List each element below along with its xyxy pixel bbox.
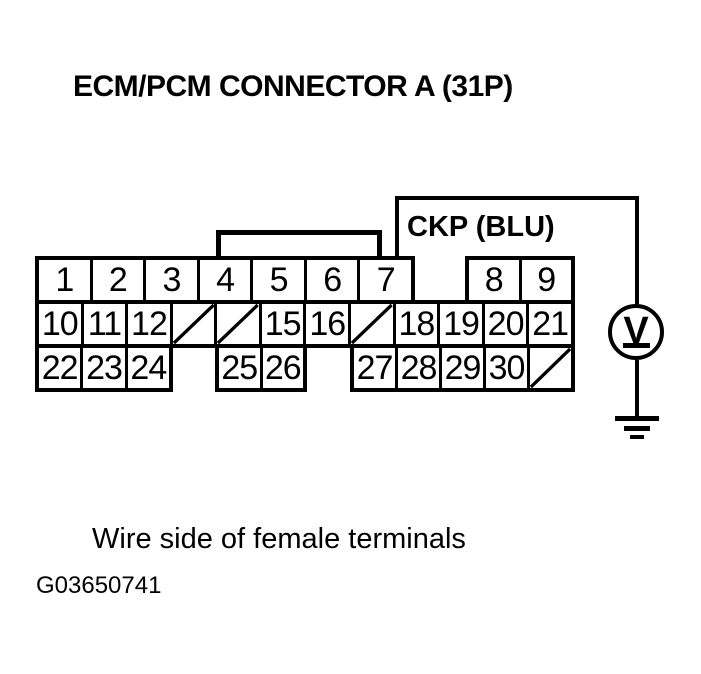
hatched-cell xyxy=(169,304,215,344)
pin-cell-16: 16 xyxy=(303,304,348,344)
pin-cell-25: 25 xyxy=(221,349,258,387)
wire-segment-pin7-up xyxy=(395,196,399,258)
hatched-cell xyxy=(214,304,259,344)
pin-cell-2: 2 xyxy=(89,260,144,300)
pin-cell-23: 23 xyxy=(80,348,124,388)
pin-cell-11: 11 xyxy=(80,304,126,344)
voltmeter-icon: V xyxy=(608,304,664,360)
diagonal-hatch-line xyxy=(217,304,259,344)
diagonal-hatch-line xyxy=(530,348,571,388)
pin-cell-9: 9 xyxy=(518,260,572,300)
wire-segment-horizontal xyxy=(395,196,639,200)
page-title: ECM/PCM CONNECTOR A (31P) xyxy=(73,70,513,103)
pin-cell-27: 27 xyxy=(356,349,394,387)
voltmeter-underline xyxy=(622,343,650,349)
hatched-cell xyxy=(348,304,393,344)
pin-cell-30: 30 xyxy=(483,348,527,388)
figure-id: G03650741 xyxy=(36,572,162,599)
wire-segment-to-ground xyxy=(635,360,639,418)
diagonal-hatch-line xyxy=(172,304,215,344)
connector-key-tab xyxy=(216,230,382,260)
pin-cell-7: 7 xyxy=(357,260,411,300)
pin-cell-4: 4 xyxy=(196,260,251,300)
pin-cell-26: 26 xyxy=(259,348,304,388)
pin-cell-19: 19 xyxy=(437,304,482,344)
pin-cell-24: 24 xyxy=(124,348,169,388)
hatched-cell xyxy=(527,348,571,388)
pin-cell-21: 21 xyxy=(526,304,571,344)
wire-label-ckp: CKP (BLU) xyxy=(407,211,555,243)
pin-cell-6: 6 xyxy=(303,260,358,300)
pin-cell-29: 29 xyxy=(439,348,483,388)
caption-text: Wire side of female terminals xyxy=(92,523,466,555)
pin-cell-28: 28 xyxy=(395,348,439,388)
ground-icon-bar3 xyxy=(630,435,644,439)
diagonal-hatch-line xyxy=(351,304,393,344)
pin-cell-22: 22 xyxy=(41,349,79,387)
pin-cell-20: 20 xyxy=(481,304,527,344)
pin-cell-8: 8 xyxy=(484,261,504,299)
pin-cell-15: 15 xyxy=(258,304,304,344)
pin-cell-12: 12 xyxy=(125,304,170,344)
pin-cell-5: 5 xyxy=(250,260,304,300)
pin-cell-3: 3 xyxy=(143,260,197,300)
pin-cell-10: 10 xyxy=(41,305,79,343)
wire-segment-down xyxy=(635,196,639,306)
ground-icon-bar2 xyxy=(624,426,650,431)
pin-cell-18: 18 xyxy=(392,304,438,344)
pin-cell-1: 1 xyxy=(55,261,74,299)
ground-icon xyxy=(615,416,659,421)
